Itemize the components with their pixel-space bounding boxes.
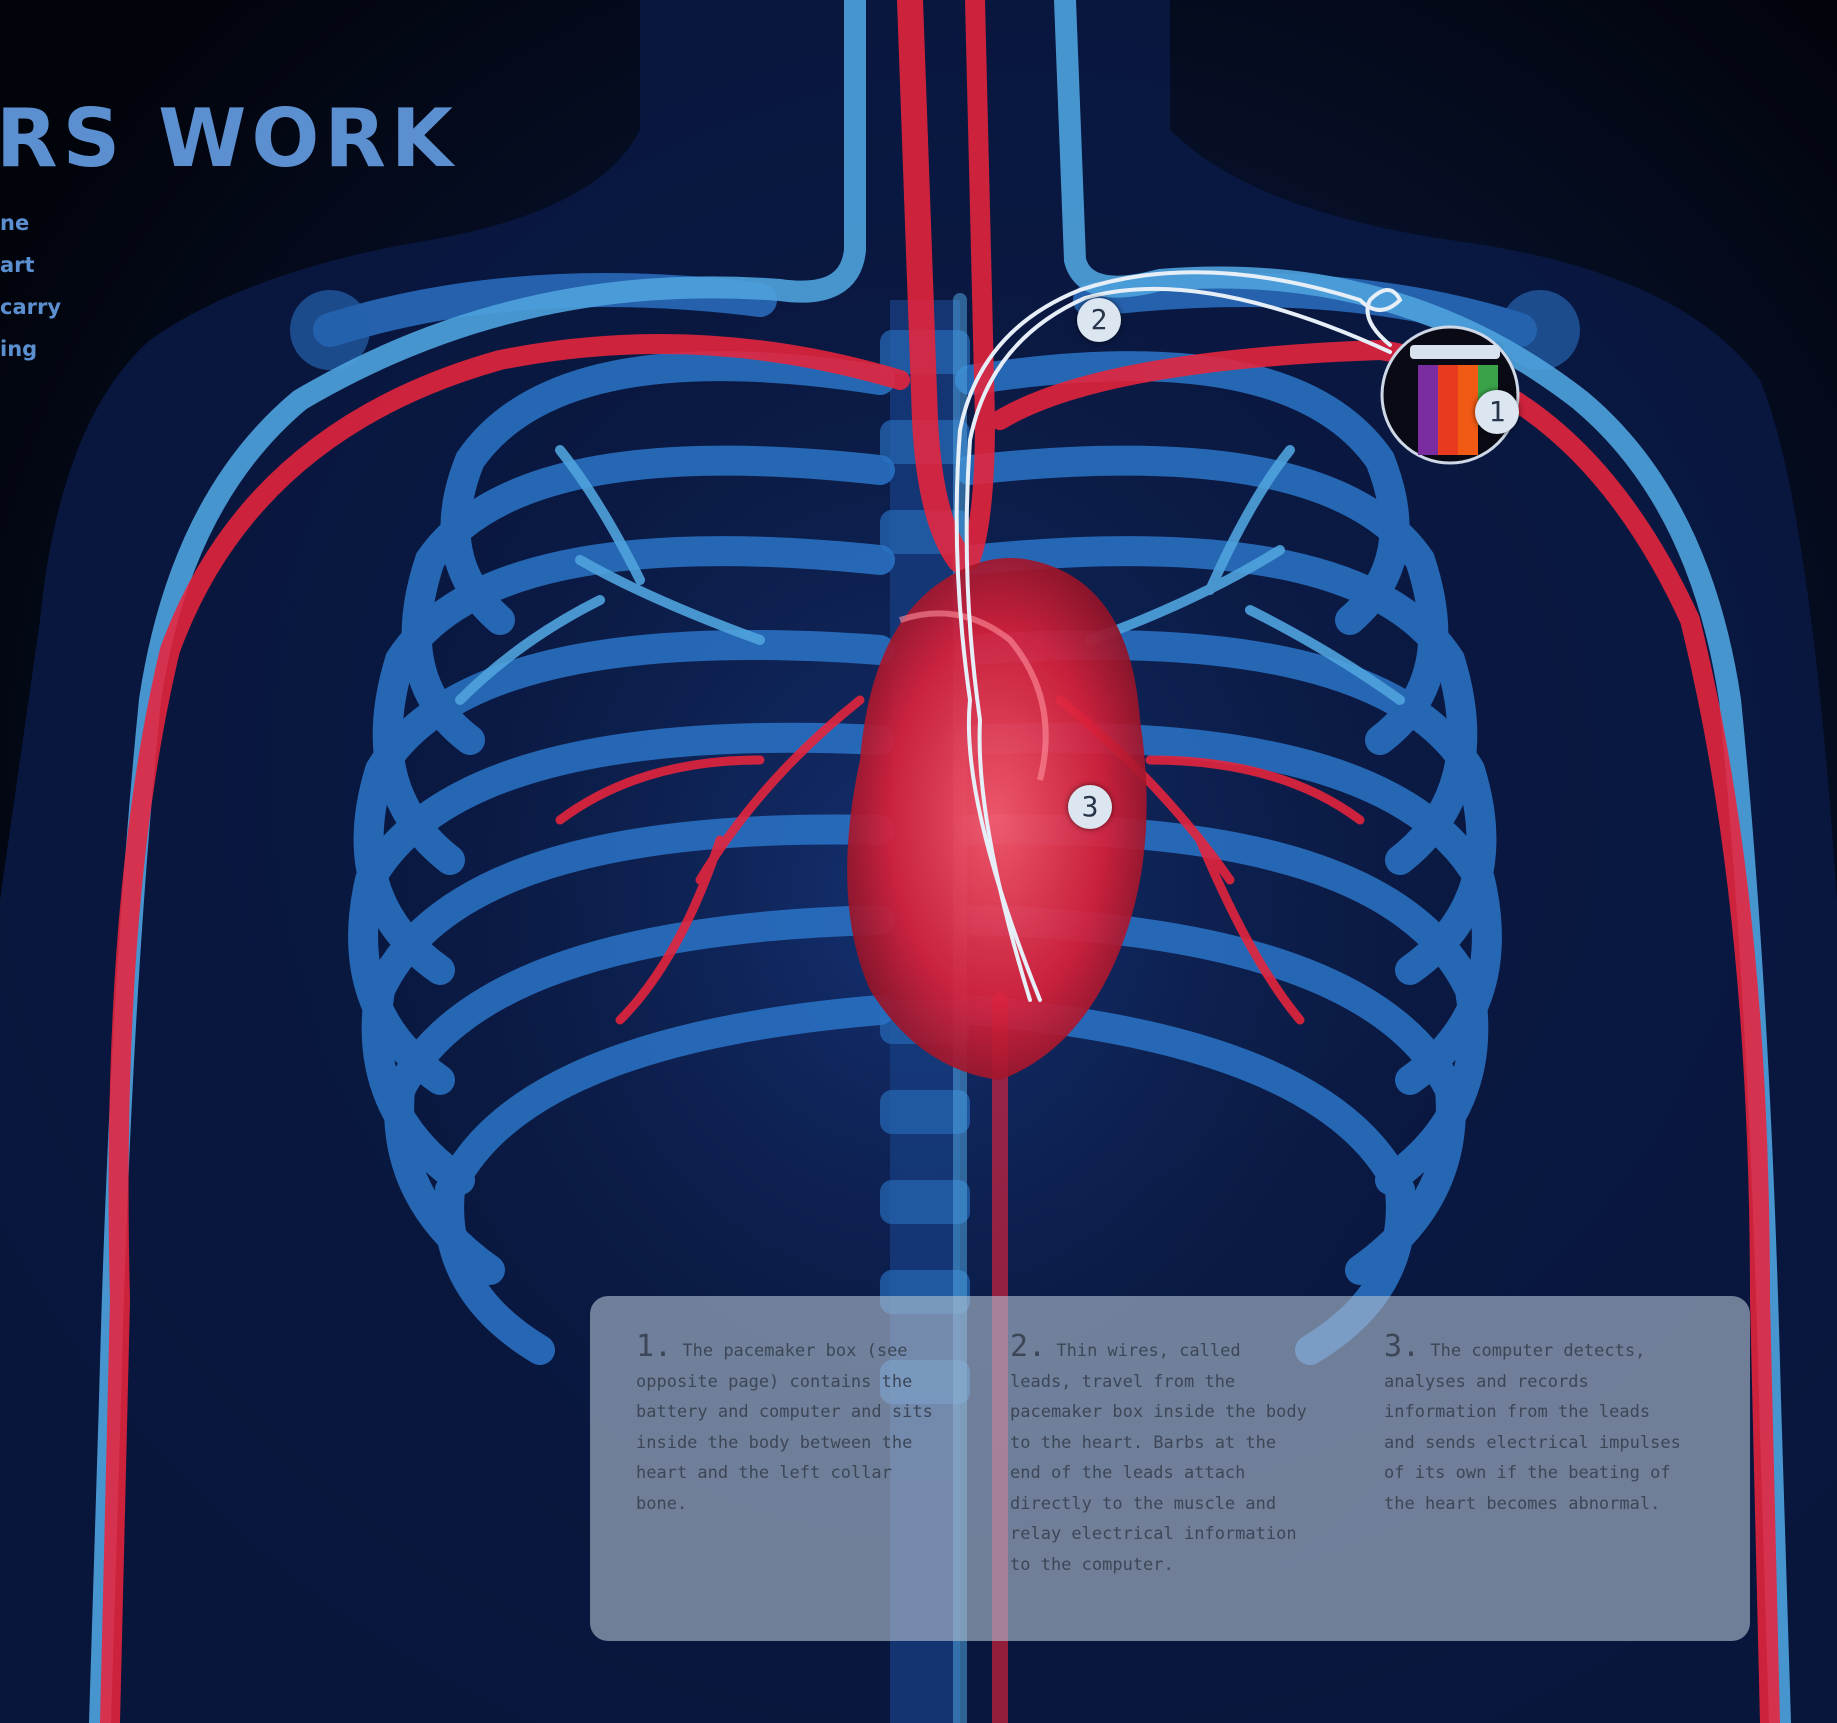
step-1: 1. The pacemaker box (see opposite page)… (636, 1332, 936, 1519)
step-number: 3. (1384, 1329, 1420, 1364)
intro-line: art (0, 244, 60, 286)
page-title: RS WORK (0, 92, 458, 185)
step-3: 3. The computer detects, analyses and re… (1384, 1332, 1684, 1519)
intro-line: ne (0, 202, 60, 244)
step-text: Thin wires, called leads, travel from th… (1010, 1341, 1307, 1575)
marker-1: 1 (1475, 390, 1519, 434)
intro-line: ing (0, 328, 60, 370)
intro-line: carry (0, 286, 60, 328)
marker-3: 3 (1068, 785, 1112, 829)
steps-caption-panel: 1. The pacemaker box (see opposite page)… (590, 1296, 1750, 1641)
step-2: 2. Thin wires, called leads, travel from… (1010, 1332, 1310, 1580)
step-number: 1. (636, 1329, 672, 1364)
step-text: The pacemaker box (see opposite page) co… (636, 1341, 933, 1514)
marker-2: 2 (1077, 298, 1121, 342)
step-text: The computer detects, analyses and recor… (1384, 1341, 1681, 1514)
intro-text-fragment: ne art carry ing (0, 202, 60, 370)
step-number: 2. (1010, 1329, 1046, 1364)
